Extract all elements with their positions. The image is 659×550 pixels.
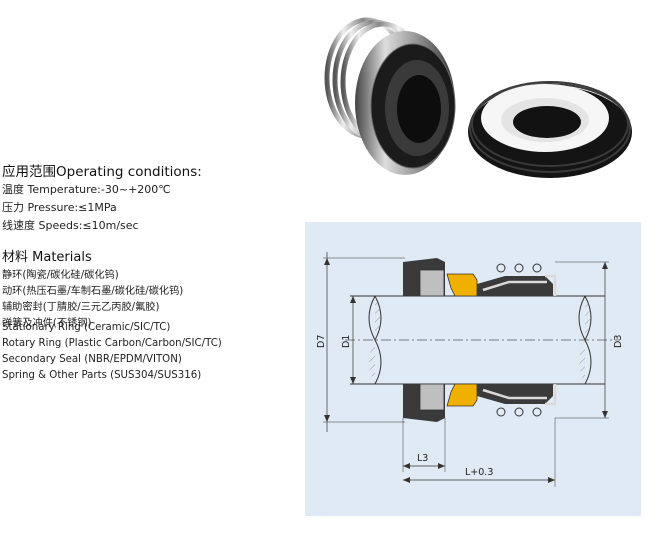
label-d3: D3 bbox=[613, 335, 624, 348]
seal-lower-section bbox=[403, 383, 557, 422]
bellows-lower bbox=[477, 384, 553, 404]
material-en-stationary: Stationary Ring (Ceramic/SIC/TC) bbox=[2, 322, 171, 333]
dimension-l-total bbox=[403, 418, 556, 487]
material-en-rotary: Rotary Ring (Plastic Carbon/Carbon/SIC/T… bbox=[2, 338, 222, 349]
seal-upper-section bbox=[403, 258, 557, 297]
spring-upper bbox=[496, 263, 542, 273]
label-l3: L3 bbox=[417, 453, 428, 464]
material-en-spring: Spring & Other Parts (SUS304/SUS316) bbox=[2, 370, 202, 381]
material-cn-rotary: 动环(热压石墨/车制石墨/碳化硅/碳化钨) bbox=[2, 286, 184, 297]
retainer-lower bbox=[482, 388, 547, 400]
label-d7: D7 bbox=[316, 335, 327, 348]
dimension-d1 bbox=[350, 296, 356, 384]
stationary-ring-upper bbox=[419, 269, 445, 297]
label-d1: D1 bbox=[341, 335, 352, 348]
dimension-l3 bbox=[402, 418, 446, 472]
stationary-ring-lower bbox=[419, 383, 445, 411]
spring-lower bbox=[496, 407, 542, 417]
temperature-spec: 温度 Temperature:-30~+200℃ bbox=[2, 183, 171, 196]
material-en-secondary: Secondary Seal (NBR/EPDM/VITON) bbox=[2, 354, 182, 365]
material-cn-stationary: 静环(陶瓷/碳化硅/碳化钨) bbox=[2, 270, 119, 281]
material-cn-spring: 弹簧及冲件(不锈钢) bbox=[2, 318, 92, 329]
rotary-ring-lower bbox=[446, 383, 478, 407]
materials-title: 材料 Materials bbox=[2, 250, 92, 265]
rotary-ring-upper bbox=[446, 273, 478, 297]
bellows-upper bbox=[477, 276, 553, 296]
stationary-ring-photo bbox=[465, 70, 635, 180]
dimension-d3 bbox=[555, 261, 609, 419]
seal-assembly-photo bbox=[305, 8, 465, 188]
material-cn-secondary: 辅助密封(丁腈胶/三元乙丙胶/氟胶) bbox=[2, 302, 160, 313]
seal-cross-section-drawing: D7 D1 D3 L3 bbox=[305, 222, 641, 516]
retainer-upper bbox=[482, 280, 547, 292]
speed-spec: 线速度 Speeds:≤10m/sec bbox=[2, 219, 139, 232]
shaft bbox=[345, 295, 620, 385]
operating-conditions-title: 应用范围Operating conditions: bbox=[2, 164, 202, 180]
dimension-d7 bbox=[323, 252, 405, 432]
pressure-spec: 压力 Pressure:≤1MPa bbox=[2, 201, 117, 214]
label-l-total: L+0.3 bbox=[465, 467, 493, 478]
